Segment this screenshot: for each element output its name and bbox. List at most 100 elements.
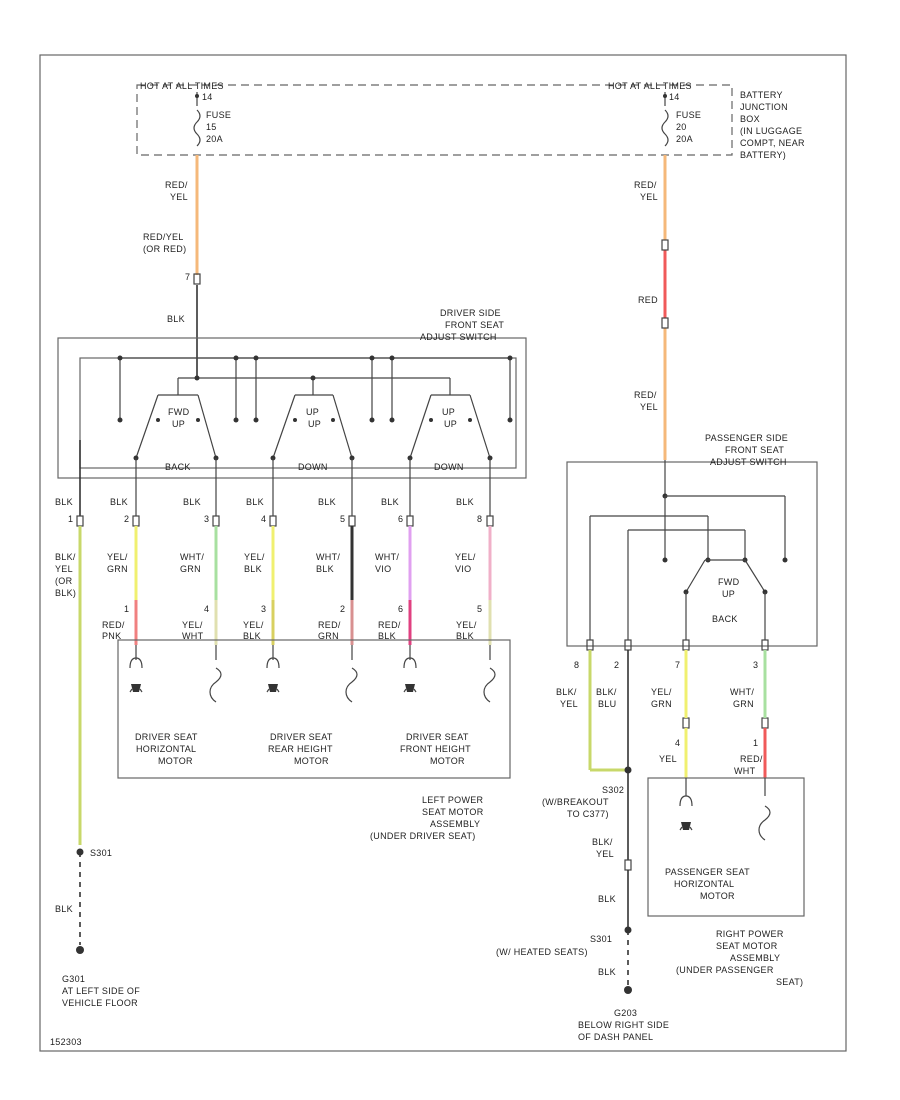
driver-conn-3-wire-2: BLK [244, 564, 262, 574]
driver-conn-6-wire-1: YEL/ [455, 552, 476, 562]
left-assembly-label-1: LEFT POWER [422, 795, 484, 805]
left-feed-wire-label-1: RED/ [165, 180, 188, 190]
left-ground-wire-label: BLK [55, 904, 73, 914]
passenger-switch-down: BACK [712, 614, 738, 624]
right-feed-connector-1 [661, 239, 669, 251]
passenger-motor [679, 778, 771, 841]
s302-note-1: (W/BREAKOUT [542, 797, 609, 807]
driver-feed-pin: 7 [185, 272, 190, 282]
right-ground-connector [624, 859, 632, 871]
passenger-switch-title-3: ADJUST SWITCH [710, 457, 787, 467]
driver-conn-4-wire-2: BLK [316, 564, 334, 574]
passenger-wire-label-3a: YEL/ [651, 687, 672, 697]
passenger-motor-box [647, 777, 805, 917]
right-feed-connector-2 [661, 317, 669, 329]
fuse-right-pin: 14 [669, 92, 680, 102]
driver-motor-2-label-1: DRIVER SEAT [270, 732, 333, 742]
driver-motor-1-label-1: DRIVER SEAT [135, 732, 198, 742]
g203-location-1: BELOW RIGHT SIDE [578, 1020, 669, 1030]
driver-conn-2-blk: BLK [183, 497, 201, 507]
right-feed-wire-label-5: YEL [640, 402, 658, 412]
right-ground-wire3: BLK [598, 967, 616, 977]
g301-label: G301 [62, 974, 85, 984]
driver-connector-2 [212, 515, 220, 527]
passenger-motor-pin-1: 4 [675, 738, 680, 748]
g203-location-2: OF DASH PANEL [578, 1032, 653, 1042]
driver-connector-3 [269, 515, 277, 527]
driver-conn-5-wire-2: VIO [375, 564, 391, 574]
passenger-wire-label-1a: BLK/ [556, 687, 577, 697]
passenger-motor-wire-1: YEL [659, 754, 677, 764]
driver-motor-3 [403, 645, 496, 703]
passenger-wire-label-2a: BLK/ [596, 687, 617, 697]
driver-conn-6-blk: BLK [456, 497, 474, 507]
junction-box-label-3: BOX [740, 114, 760, 124]
left-assembly-label-3: ASSEMBLY [430, 819, 480, 829]
left-motor-assembly-box [117, 639, 511, 779]
driver-conn-2-motor-wire-2: WHT [182, 631, 204, 641]
passenger-wire-label-4b: GRN [733, 699, 754, 709]
driver-conn-2-motor-pin: 4 [204, 604, 209, 614]
motor-armature-icon [268, 684, 278, 692]
passenger-pin-2: 2 [614, 660, 619, 670]
motor-armature-icon [679, 822, 693, 831]
right-assembly-label-1: RIGHT POWER [716, 929, 784, 939]
driver-conn-2-motor-wire-1: YEL/ [182, 620, 203, 630]
left-assembly-label-2: SEAT MOTOR [422, 807, 484, 817]
driver-connector-1 [132, 515, 140, 527]
driver-switch-2 [270, 394, 355, 461]
passenger-wire-label-3b: GRN [651, 699, 672, 709]
passenger-pin-4: 3 [753, 660, 758, 670]
driver-conn-4-motor-wire-2: GRN [318, 631, 339, 641]
passenger-motor-wire-2b: WHT [734, 766, 756, 776]
driver-conn-2-wire-1: WHT/ [180, 552, 204, 562]
driver-conn-6-wire-2: VIO [455, 564, 471, 574]
driver-ground-label-3: (OR [55, 576, 73, 586]
driver-switch-3 [407, 394, 493, 461]
driver-switch-title-3: ADJUST SWITCH [420, 332, 497, 342]
g203-label: G203 [614, 1008, 637, 1018]
junction-box-label-2: JUNCTION [740, 102, 788, 112]
driver-ground-label-4: BLK) [55, 588, 76, 598]
right-assembly-label-3: ASSEMBLY [730, 953, 780, 963]
driver-switch-3-up-1: UP [442, 407, 455, 417]
passenger-switch-up-2: UP [722, 589, 735, 599]
passenger-pin-1: 8 [574, 660, 579, 670]
motor-armature-icon [405, 684, 415, 692]
driver-conn-6-motor-pin: 5 [477, 604, 482, 614]
junction-box-label-1: BATTERY [740, 90, 783, 100]
driver-switch-outer-box [57, 337, 527, 479]
driver-conn-1-wire-2: GRN [107, 564, 128, 574]
driver-conn-4-motor-wire-1: RED/ [318, 620, 341, 630]
driver-motor-1-label-3: MOTOR [158, 756, 193, 766]
s301-right-note: (W/ HEATED SEATS) [496, 947, 588, 957]
driver-connector-lines [132, 515, 494, 645]
driver-switch-2-down: DOWN [298, 462, 328, 472]
right-ground-wire2: BLK [598, 894, 616, 904]
driver-switch-1-up-2: UP [172, 419, 185, 429]
outer-frame [39, 54, 847, 1052]
passenger-switch-up-1: FWD [718, 577, 740, 587]
junction-box-label-5: COMPT, NEAR [740, 138, 805, 148]
passenger-switch-title-1: PASSENGER SIDE [705, 433, 788, 443]
driver-motor-2 [266, 645, 358, 703]
right-ground-wire1-a: BLK/ [592, 837, 613, 847]
passenger-wire-label-2b: BLU [598, 699, 616, 709]
hot-label-right: HOT AT ALL TIMES [608, 81, 692, 91]
driver-feed-connector [193, 273, 201, 285]
left-assembly-label-4: (UNDER DRIVER SEAT) [370, 831, 476, 841]
driver-conn-1-pin: 2 [124, 514, 129, 524]
fuse-left-pin: 14 [202, 92, 213, 102]
s301-right-label: S301 [590, 934, 612, 944]
left-feed-wire-label-3: RED/YEL [143, 232, 184, 242]
driver-conn-6-motor-wire-1: YEL/ [456, 620, 477, 630]
driver-conn-1-motor-wire-2: PNK [102, 631, 121, 641]
driver-conn-4-blk: BLK [318, 497, 336, 507]
passenger-switch-box [566, 461, 818, 647]
driver-switch-title-1: DRIVER SIDE [440, 308, 501, 318]
driver-motor-2-label-3: MOTOR [294, 756, 329, 766]
passenger-switch-title-2: FRONT SEAT [725, 445, 784, 455]
driver-conn-3-motor-pin: 3 [261, 604, 266, 614]
driver-switch-1-down: BACK [165, 462, 191, 472]
